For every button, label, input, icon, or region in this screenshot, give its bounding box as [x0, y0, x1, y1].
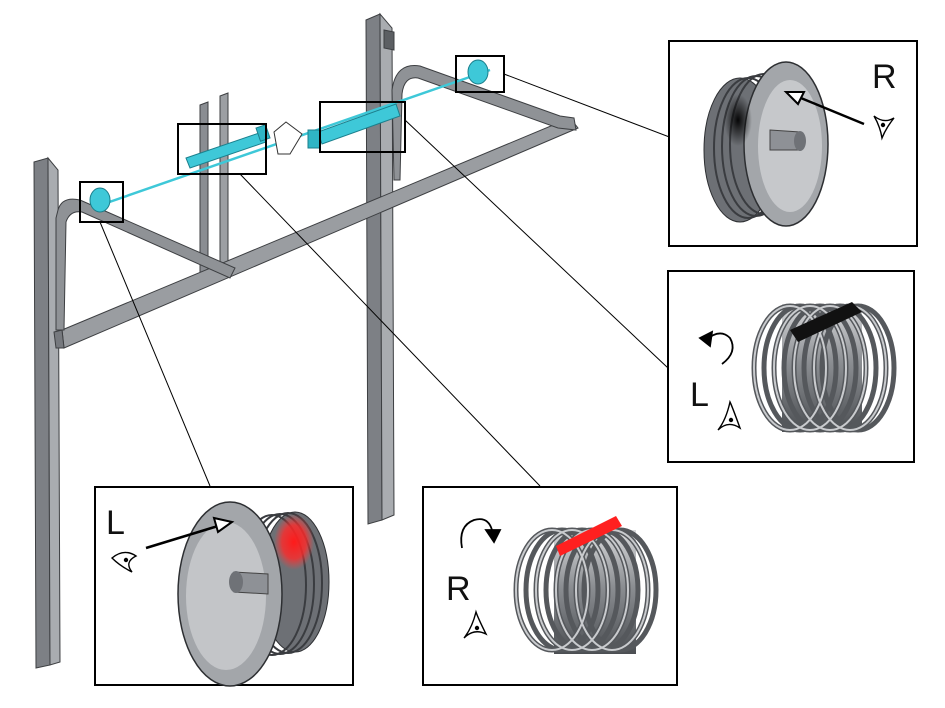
pointer-arrow-icon — [145, 516, 235, 550]
eye-icon — [463, 609, 488, 639]
cable-drum-illustration — [177, 501, 330, 687]
left-vertical-track — [33, 156, 61, 669]
left-horizontal-track — [55, 198, 236, 331]
callout-drum-right: R — [668, 40, 918, 247]
selection-boxes — [79, 55, 505, 223]
callout-letter: R — [446, 570, 471, 608]
horizontal-cross-rail — [53, 117, 579, 349]
right-horizontal-track — [391, 65, 577, 181]
red-index-stripe — [556, 516, 622, 556]
coil-spring-illustration — [513, 516, 659, 654]
eye-icon — [873, 115, 895, 141]
door-frame — [33, 12, 579, 669]
callout-spring-right: R — [422, 486, 678, 686]
callout-spring-left: L — [667, 270, 915, 463]
center-bearing-plate — [273, 121, 303, 155]
cable-drum-illustration — [703, 61, 829, 227]
pointer-arrow-icon — [783, 91, 865, 126]
callout-letter: L — [690, 376, 709, 414]
coil-spring-illustration — [751, 302, 897, 433]
left-spring-selection-box — [177, 123, 267, 175]
right-cable-drum — [467, 59, 489, 85]
left-drum-selection-box — [79, 181, 124, 223]
rotation-arrow-icon — [460, 518, 502, 549]
callout-letter: R — [872, 58, 897, 96]
leader-lines — [99, 73, 673, 487]
rotation-arrow-icon — [698, 330, 734, 365]
callout-drum-left: L — [94, 486, 354, 687]
dark-index-stripe — [790, 302, 862, 342]
center-vertical-posts — [199, 92, 229, 276]
eye-icon — [717, 399, 742, 431]
right-vertical-track — [365, 12, 395, 525]
eye-icon — [110, 551, 138, 573]
torsion-assembly — [89, 59, 491, 213]
left-cable-drum — [89, 187, 111, 213]
callout-letter: L — [106, 504, 125, 542]
right-spring-selection-box — [319, 101, 406, 153]
